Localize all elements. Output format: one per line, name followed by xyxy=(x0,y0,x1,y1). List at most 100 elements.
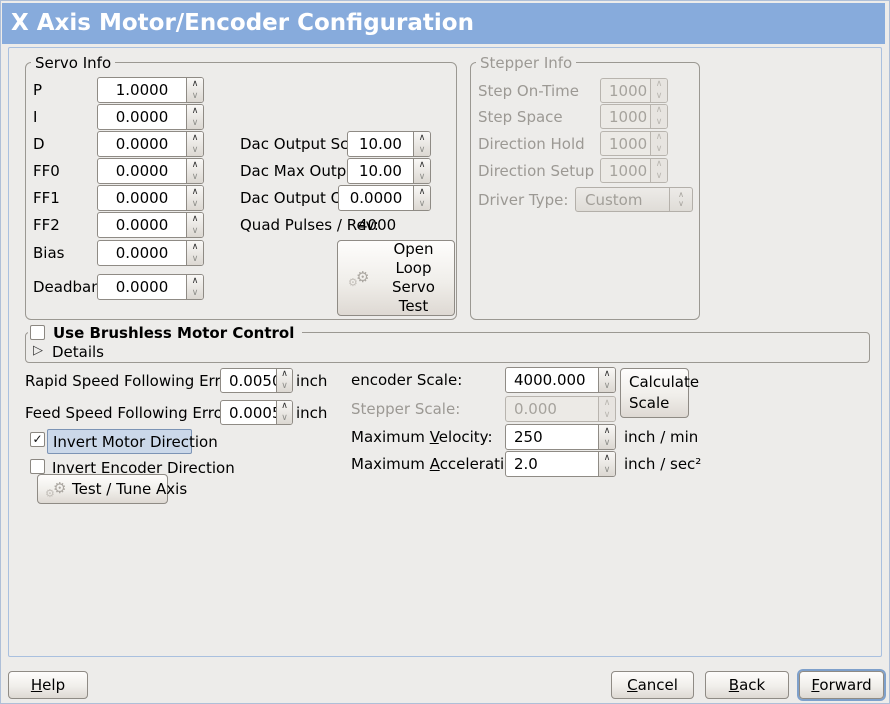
help-button[interactable]: Help xyxy=(8,671,88,699)
maximum-velocity-spin[interactable]: ∧∨ xyxy=(598,425,615,449)
dac-max-output-value[interactable]: 10.00 xyxy=(359,162,402,180)
spin-down-icon[interactable]: ∨ xyxy=(603,437,611,448)
d-spin[interactable]: ∧∨ xyxy=(186,132,203,156)
spin-up-icon[interactable]: ∧ xyxy=(191,275,199,286)
maximum-velocity-value[interactable]: 250 xyxy=(514,428,543,446)
test-tune-axis-button[interactable]: ⚙⚙ Test / Tune Axis xyxy=(37,474,187,504)
maximum-acceleration-unit: inch / sec² xyxy=(624,455,702,473)
dac-max-output-spinbox[interactable]: 10.00 ∧∨ xyxy=(347,158,431,184)
bias-spin[interactable]: ∧∨ xyxy=(186,241,203,265)
spin-down-icon[interactable]: ∨ xyxy=(191,171,199,182)
spin-up-icon: ∧ xyxy=(603,397,611,408)
spin-up-icon[interactable]: ∧ xyxy=(418,159,426,170)
ff0-spin[interactable]: ∧∨ xyxy=(186,159,203,183)
spin-up-icon[interactable]: ∧ xyxy=(603,452,611,463)
spin-up-icon[interactable]: ∧ xyxy=(191,159,199,170)
spin-up-icon[interactable]: ∧ xyxy=(603,368,611,379)
spin-up-icon[interactable]: ∧ xyxy=(191,132,199,143)
ff2-spinbox[interactable]: 0.0000 ∧∨ xyxy=(97,212,204,238)
spin-down-icon[interactable]: ∨ xyxy=(191,117,199,128)
deadband-spin[interactable]: ∧∨ xyxy=(186,275,203,299)
ff1-value[interactable]: 0.0000 xyxy=(115,189,169,207)
d-spinbox[interactable]: 0.0000 ∧∨ xyxy=(97,131,204,157)
bias-spinbox[interactable]: 0.0000 ∧∨ xyxy=(97,240,204,266)
spin-down-icon[interactable]: ∨ xyxy=(191,287,199,298)
spin-down-icon: ∨ xyxy=(603,409,611,420)
back-button[interactable]: Back xyxy=(705,671,789,699)
spin-down-icon[interactable]: ∨ xyxy=(418,171,426,182)
step-space-spinbox: 1000 ∧∨ xyxy=(600,104,668,129)
rapid-following-error-spinbox[interactable]: 0.0050 ∧∨ xyxy=(220,368,293,393)
dac-output-scale-spin[interactable]: ∧∨ xyxy=(413,132,430,156)
spin-up-icon[interactable]: ∧ xyxy=(281,401,288,412)
open-loop-servo-test-button[interactable]: ⚙⚙ Open Loop Servo Test xyxy=(337,240,455,316)
spin-down-icon[interactable]: ∨ xyxy=(191,198,199,209)
spin-down-icon[interactable]: ∨ xyxy=(191,144,199,155)
spin-up-icon[interactable]: ∧ xyxy=(191,186,199,197)
spin-up-icon[interactable]: ∧ xyxy=(418,132,426,143)
ff1-spinbox[interactable]: 0.0000 ∧∨ xyxy=(97,185,204,211)
spin-up-icon[interactable]: ∧ xyxy=(191,78,199,89)
feed-following-error-spin[interactable]: ∧∨ xyxy=(276,401,292,424)
stepper-info-legend: Stepper Info xyxy=(476,54,577,72)
rapid-following-error-spin[interactable]: ∧∨ xyxy=(276,369,292,392)
spin-down-icon[interactable]: ∨ xyxy=(418,198,426,209)
dac-output-offset-spinbox[interactable]: 0.0000 ∧∨ xyxy=(338,185,431,211)
p-spin[interactable]: ∧∨ xyxy=(186,78,203,102)
spin-down-icon[interactable]: ∨ xyxy=(418,144,426,155)
dac-output-offset-value[interactable]: 0.0000 xyxy=(349,189,403,207)
spin-up-icon[interactable]: ∧ xyxy=(418,186,426,197)
invert-motor-label-highlight[interactable]: Invert Motor Direction xyxy=(47,429,218,454)
maximum-velocity-spinbox[interactable]: 250 ∧∨ xyxy=(505,424,616,450)
i-value[interactable]: 0.0000 xyxy=(115,108,169,126)
p-spinbox[interactable]: 1.0000 ∧∨ xyxy=(97,77,204,103)
deadband-spinbox[interactable]: 0.0000 ∧∨ xyxy=(97,274,204,300)
feed-following-error-value[interactable]: 0.0005 xyxy=(229,403,276,422)
spin-up-icon[interactable]: ∧ xyxy=(191,213,199,224)
ff2-spin[interactable]: ∧∨ xyxy=(186,213,203,237)
maximum-acceleration-spinbox[interactable]: 2.0 ∧∨ xyxy=(505,451,616,477)
ff0-spinbox[interactable]: 0.0000 ∧∨ xyxy=(97,158,204,184)
ff0-value[interactable]: 0.0000 xyxy=(115,162,169,180)
ff1-spin[interactable]: ∧∨ xyxy=(186,186,203,210)
dac-output-scale-value[interactable]: 10.00 xyxy=(359,135,402,153)
encoder-scale-value[interactable]: 4000.000 xyxy=(514,371,586,389)
dac-output-scale-spinbox[interactable]: 10.00 ∧∨ xyxy=(347,131,431,157)
dac-max-output-spin[interactable]: ∧∨ xyxy=(413,159,430,183)
details-expander[interactable]: Details xyxy=(52,343,105,361)
spin-up-icon[interactable]: ∧ xyxy=(603,425,611,436)
bias-value[interactable]: 0.0000 xyxy=(115,244,169,262)
expander-arrow-icon[interactable]: ▷ xyxy=(33,343,43,358)
spin-down-icon[interactable]: ∨ xyxy=(191,90,199,101)
invert-motor-checkbox[interactable]: ✓ xyxy=(30,432,45,447)
encoder-scale-spin[interactable]: ∧∨ xyxy=(598,368,615,392)
d-value[interactable]: 0.0000 xyxy=(115,135,169,153)
ff1-label: FF1 xyxy=(33,189,60,207)
invert-encoder-checkbox[interactable] xyxy=(30,459,45,474)
maximum-acceleration-value[interactable]: 2.0 xyxy=(514,455,538,473)
spin-up-icon: ∧ xyxy=(655,105,663,116)
spin-down-icon[interactable]: ∨ xyxy=(281,412,288,423)
deadband-value[interactable]: 0.0000 xyxy=(115,278,169,296)
p-value[interactable]: 1.0000 xyxy=(115,81,169,99)
maximum-acceleration-spin[interactable]: ∧∨ xyxy=(598,452,615,476)
spin-down-icon[interactable]: ∨ xyxy=(191,225,199,236)
spin-up-icon[interactable]: ∧ xyxy=(191,105,199,116)
dac-output-offset-spin[interactable]: ∧∨ xyxy=(413,186,430,210)
cancel-button[interactable]: Cancel xyxy=(611,671,694,699)
spin-down-icon[interactable]: ∨ xyxy=(191,253,199,264)
i-spinbox[interactable]: 0.0000 ∧∨ xyxy=(97,104,204,130)
encoder-scale-spinbox[interactable]: 4000.000 ∧∨ xyxy=(505,367,616,393)
feed-following-error-spinbox[interactable]: 0.0005 ∧∨ xyxy=(220,400,293,425)
i-spin[interactable]: ∧∨ xyxy=(186,105,203,129)
calculate-scale-button[interactable]: Calculate Scale xyxy=(620,368,699,418)
spin-down-icon[interactable]: ∨ xyxy=(603,380,611,391)
use-brushless-checkbox[interactable] xyxy=(30,325,45,340)
ff2-value[interactable]: 0.0000 xyxy=(115,216,169,234)
forward-button[interactable]: Forward xyxy=(799,671,884,699)
spin-down-icon[interactable]: ∨ xyxy=(603,464,611,475)
spin-up-icon[interactable]: ∧ xyxy=(191,241,199,252)
rapid-following-error-value[interactable]: 0.0050 xyxy=(229,371,276,390)
spin-down-icon[interactable]: ∨ xyxy=(281,380,288,391)
spin-up-icon[interactable]: ∧ xyxy=(281,369,288,380)
